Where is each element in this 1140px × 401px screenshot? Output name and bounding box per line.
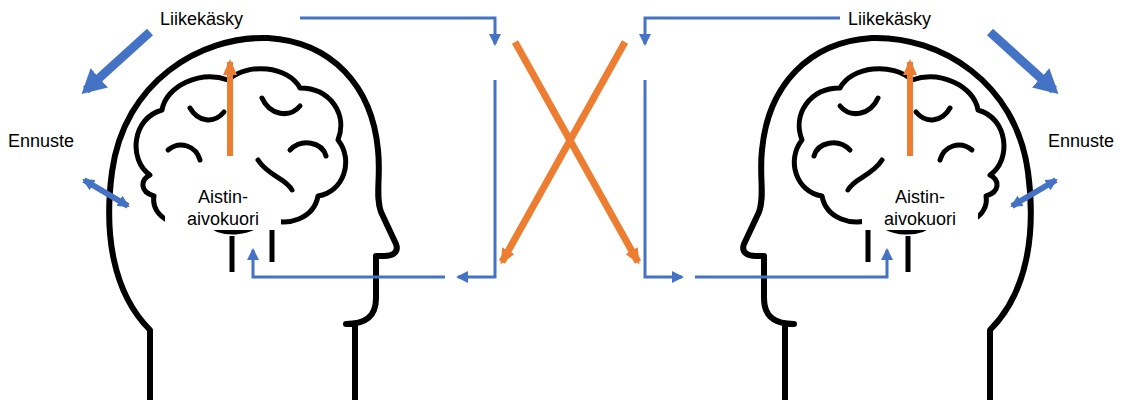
orange-arrow <box>227 62 233 156</box>
brain-stem <box>230 236 235 272</box>
text-label: Aistin- aivokuori <box>165 186 281 230</box>
blue-arrow <box>300 18 495 44</box>
head-half <box>84 18 638 400</box>
text-label: Ennuste <box>8 130 74 152</box>
blue-block-arrow <box>86 32 150 90</box>
brain-outline <box>136 69 346 232</box>
text-label: Liikekäsky <box>160 8 243 30</box>
head-outline <box>109 38 397 400</box>
head-half-mirror <box>502 18 1056 400</box>
text-label: Liikekäsky <box>848 8 931 30</box>
brain-fold <box>190 108 224 120</box>
text-label: Ennuste <box>1048 130 1114 152</box>
blue-arrow <box>253 250 445 277</box>
brain-fold <box>168 145 200 160</box>
brain-fold <box>262 98 300 114</box>
blue-double-arrow <box>84 180 128 206</box>
orange-cross-arrow <box>515 42 638 262</box>
blue-arrow <box>458 80 495 277</box>
brain-fold <box>290 143 326 156</box>
text-label: Aistin- aivokuori <box>862 186 978 230</box>
